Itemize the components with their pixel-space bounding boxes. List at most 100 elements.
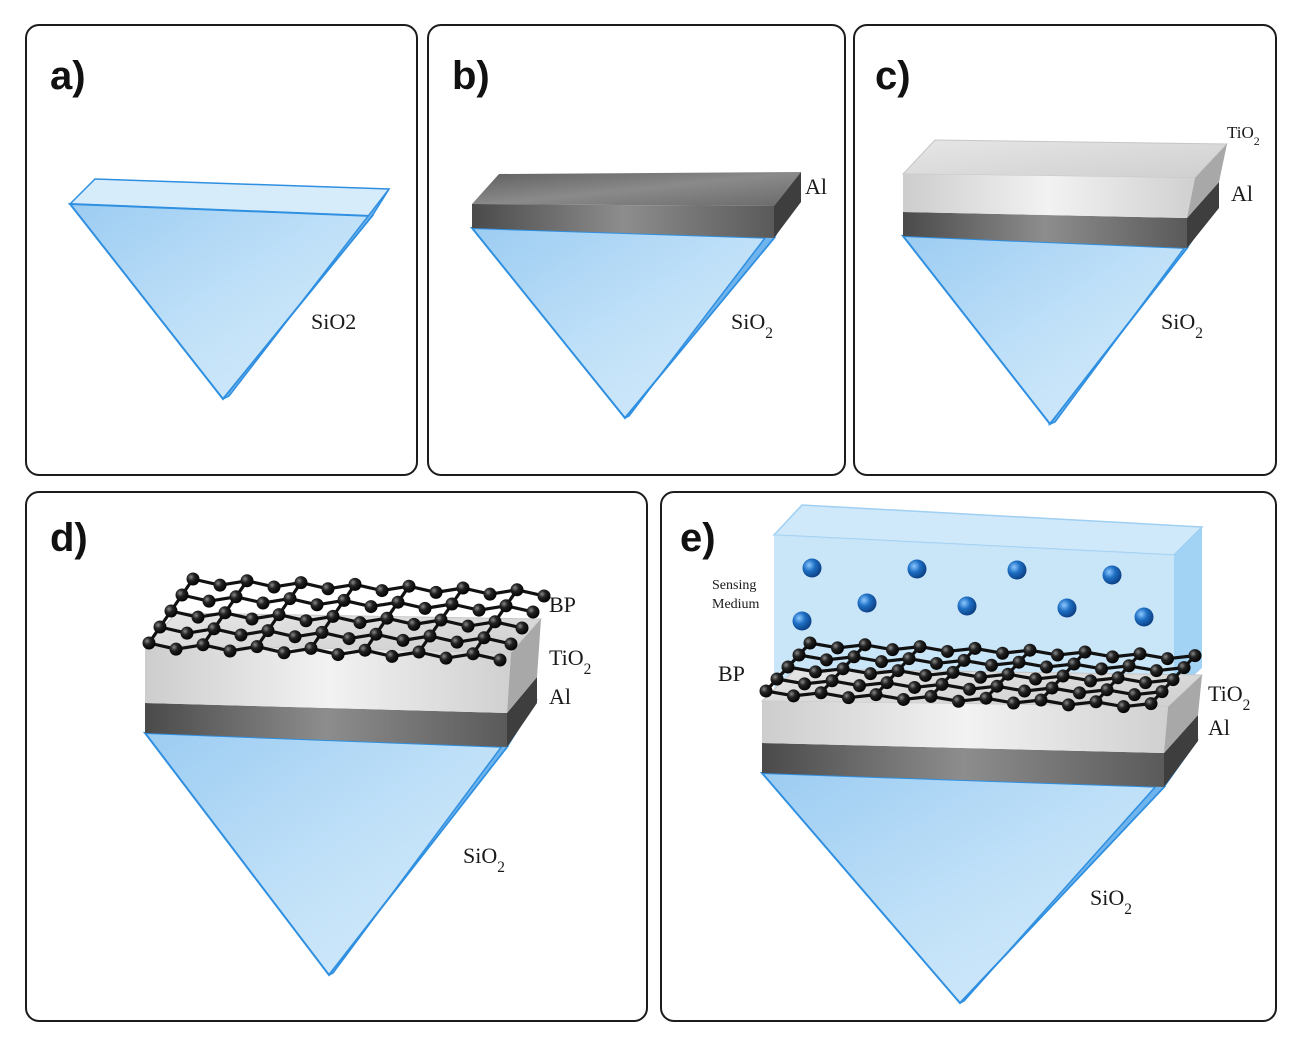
analyte-particle: [1057, 598, 1077, 618]
bp-atom: [869, 688, 883, 702]
analyte-particle: [792, 611, 812, 631]
bp-atom: [985, 658, 998, 672]
bp-atom: [974, 670, 987, 684]
bp-atom: [402, 579, 416, 593]
bp-atom: [142, 636, 156, 650]
analyte-particles: [792, 558, 1154, 631]
bp-atom: [515, 621, 529, 635]
bp-atom: [963, 682, 976, 696]
bp-atom: [803, 636, 817, 650]
bp-atom: [853, 679, 866, 693]
bp-atom: [902, 652, 916, 666]
analyte-particle: [907, 559, 927, 579]
bp-atom: [935, 677, 949, 691]
bp-label: BP: [718, 661, 745, 686]
bp-atom: [315, 625, 329, 639]
sio2-label: SiO2: [1090, 885, 1132, 918]
bp-atom: [191, 610, 205, 624]
bp-atom: [369, 627, 383, 641]
bp-atom: [504, 637, 518, 651]
panel-a: a) SiO2: [25, 24, 418, 476]
bp-atom: [434, 613, 448, 627]
bp-atom: [510, 583, 524, 597]
bp-atom: [439, 651, 453, 665]
bp-atom: [1001, 667, 1015, 681]
black-phosphorus-lattice: [759, 636, 1202, 714]
bp-atom: [277, 646, 291, 660]
bp-atom: [348, 577, 362, 591]
analyte-particle: [857, 593, 877, 613]
bp-atom: [223, 644, 237, 658]
bp-atom: [1067, 657, 1081, 671]
bp-atom: [337, 593, 351, 607]
panel-label-a: a): [50, 54, 86, 98]
bp-atom: [461, 619, 475, 633]
bp-atom: [326, 609, 340, 623]
bp-atom: [1089, 695, 1103, 709]
bp-atom: [864, 667, 877, 681]
titanium-dioxide-layer: [143, 612, 543, 713]
bp-atom: [759, 684, 773, 698]
bp-atom: [250, 640, 264, 654]
bp-atom: [924, 689, 938, 703]
bp-atom: [908, 680, 921, 694]
titanium-dioxide-layer: [901, 139, 1229, 218]
bp-atom: [996, 646, 1009, 660]
analyte-particle: [1007, 560, 1027, 580]
sio2-label: SiO2: [1161, 309, 1203, 342]
bp-atom: [990, 679, 1004, 693]
bp-atom: [836, 662, 850, 676]
bp-atom: [957, 653, 971, 667]
bp-atom: [1106, 650, 1119, 664]
bp-atom: [445, 597, 459, 611]
bp-atom: [272, 608, 286, 622]
panel-label-b: b): [452, 54, 490, 98]
panel-label-d: d): [50, 516, 88, 560]
bp-atom: [930, 656, 943, 670]
bp-atom: [364, 600, 378, 614]
bp-atom: [526, 605, 540, 619]
bp-atom: [897, 692, 910, 706]
black-phosphorus-lattice: [142, 572, 551, 667]
analyte-particle: [1134, 607, 1154, 627]
bp-atom: [1078, 645, 1092, 659]
al-label: Al: [1208, 715, 1230, 740]
bp-atom: [164, 604, 178, 618]
bp-atom: [294, 576, 308, 590]
bp-atom: [267, 580, 281, 594]
bp-atom: [245, 612, 259, 626]
bp-atom: [770, 672, 784, 686]
al-label: Al: [805, 174, 827, 199]
bp-atom: [809, 665, 822, 679]
bp-atom: [229, 590, 243, 604]
bp-atom: [798, 677, 811, 691]
bp-atom: [186, 572, 200, 586]
bp-atom: [1045, 681, 1059, 695]
bp-atom: [1029, 672, 1042, 686]
bp-atom: [787, 689, 800, 703]
analyte-particle: [1102, 565, 1122, 585]
bp-atom: [1155, 685, 1169, 699]
bp-atom: [153, 620, 167, 634]
bp-atom: [1161, 652, 1174, 666]
bp-atom: [310, 598, 324, 612]
bp-atom: [1139, 676, 1152, 690]
bp-atom: [979, 691, 993, 705]
bp-atom: [283, 592, 297, 606]
bp-atom: [847, 650, 861, 664]
bp-atom: [196, 638, 210, 652]
bp-atom: [792, 648, 806, 662]
bp-atom: [207, 622, 221, 636]
bp-atom: [1144, 697, 1158, 711]
aluminum-layer: [145, 677, 537, 747]
bp-atom: [423, 629, 437, 643]
bp-atom: [1166, 673, 1180, 687]
bp-atom: [891, 664, 905, 678]
bp-atom: [1007, 696, 1020, 710]
bp-atom: [299, 614, 313, 628]
bp-atom: [1073, 686, 1086, 700]
bp-atom: [202, 594, 216, 608]
al-label: Al: [1231, 181, 1253, 206]
aluminum-layer: [762, 715, 1198, 787]
bp-atom: [353, 616, 367, 630]
